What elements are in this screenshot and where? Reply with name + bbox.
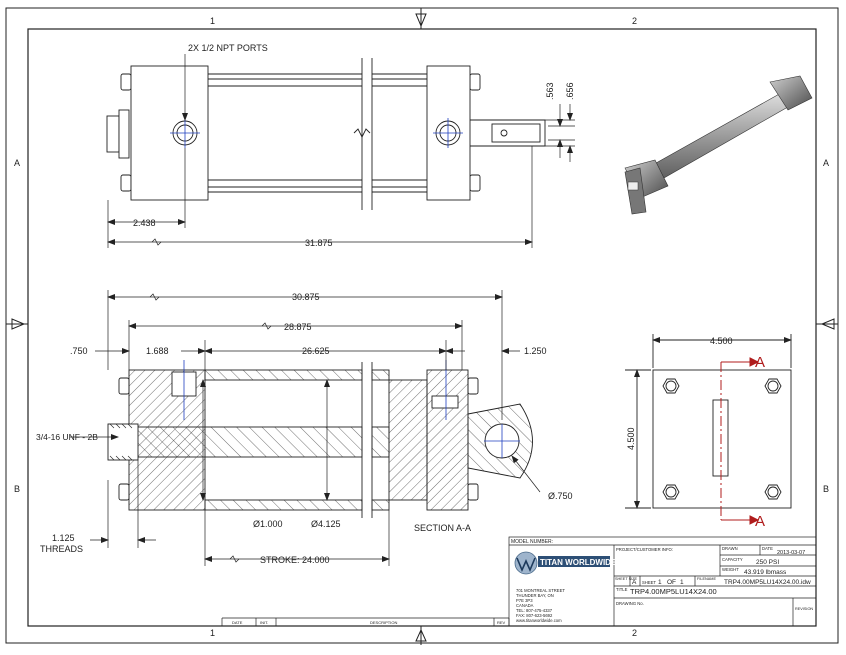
top-view-centerlines — [170, 118, 463, 148]
sheet-value: 1 — [658, 579, 662, 586]
end-view-nut — [662, 378, 680, 394]
section-cut-line — [720, 357, 760, 525]
section-marker-top: A — [755, 354, 765, 371]
sheet-label: SHEET — [642, 580, 656, 585]
company-name: TITAN WORLDWIDE INC. — [540, 558, 635, 567]
address-line: TEL: 807-475-4337 — [516, 608, 553, 613]
thread-note: 3/4-16 UNF - 2B — [36, 432, 98, 442]
title-label: TITLE — [616, 587, 628, 592]
section-view — [107, 362, 533, 518]
filename-label: FILENAME — [697, 577, 716, 581]
section-title: SECTION A-A — [414, 523, 471, 533]
outer-border — [5, 7, 839, 644]
revision-label: REVISION — [795, 607, 813, 611]
dim-563: .563 — [545, 82, 555, 100]
end-height-dim: 4.500 — [626, 427, 636, 450]
dim-2438: 2.438 — [133, 218, 156, 228]
zone-col1-top: 1 — [210, 16, 215, 26]
capacity-label: CAPACITY — [722, 557, 743, 562]
address-line: CANADA — [516, 603, 534, 608]
end-view-nut — [662, 484, 680, 500]
project-label: PROJECT/CUSTOMER INFO: — [616, 547, 673, 552]
bore-diameter: Ø4.125 — [311, 519, 341, 529]
weight-value: 43.919 lbmass — [744, 569, 787, 576]
end-width-dim: 4.500 — [710, 336, 733, 346]
dim-28875: 28.875 — [284, 322, 312, 332]
zone-col1-bottom: 1 — [210, 628, 215, 638]
dim-30875: 30.875 — [292, 292, 320, 302]
dim-750: .750 — [70, 346, 88, 356]
address-line: THUNDER BAY, ON — [516, 593, 554, 598]
section-dimensions — [70, 290, 541, 566]
zone-rowA-right: A — [823, 158, 829, 168]
rev-date-header: DATE — [232, 620, 243, 625]
inner-border — [27, 28, 817, 627]
rev-header: REV — [497, 620, 506, 625]
pin-diameter: Ø.750 — [548, 491, 573, 501]
dim-26625: 26.625 — [302, 346, 330, 356]
threads-value: 1.125 — [52, 533, 75, 543]
date-value: 2013-03-07 — [777, 550, 805, 556]
end-view — [625, 334, 792, 509]
filename-value: TRP4.00MP5LU14X24.00.idw — [724, 579, 811, 586]
drawing-no-label: DRAWING No. — [616, 601, 644, 606]
capacity-value: 250 PSI — [756, 559, 779, 566]
address-line: 701 MONTREAL STREET — [516, 588, 565, 593]
dim-656: .656 — [565, 82, 575, 100]
rev-description-header: DESCRIPTION — [370, 620, 397, 625]
zone-col2-bottom: 2 — [632, 628, 637, 638]
zone-col2-top: 2 — [632, 16, 637, 26]
zone-rowA-left: A — [14, 158, 20, 168]
stroke-dim: STROKE: 24.000 — [260, 555, 330, 565]
top-view-dimensions — [107, 54, 575, 248]
date-label: DATE — [762, 546, 773, 551]
company-logo: TITAN WORLDWIDE INC. — [514, 551, 635, 575]
size-value: A — [632, 579, 637, 586]
ports-note: 2X 1/2 NPT PORTS — [188, 43, 268, 53]
size-label: SHEET SIZE — [615, 577, 638, 581]
dim-1250: 1.250 — [524, 346, 547, 356]
weight-label: WEIGHT — [722, 567, 739, 572]
title-value: TRP4.00MP5LU14X24.00 — [630, 587, 717, 596]
address-line: www.titanworldwide.com — [516, 618, 562, 623]
section-marker-bottom: A — [755, 513, 765, 530]
of-value: 1 — [680, 579, 684, 586]
model-number-label: MODEL NUMBER: — [511, 539, 553, 545]
dim-31875: 31.875 — [305, 238, 333, 248]
end-view-nut — [764, 378, 782, 394]
title-block — [221, 536, 817, 627]
rod-diameter: Ø1.000 — [253, 519, 283, 529]
isometric-view — [624, 75, 813, 215]
zone-rowB-left: B — [14, 484, 20, 494]
threads-label: THREADS — [40, 544, 83, 554]
drawn-label: DRAWN — [722, 546, 738, 551]
address-line: P7E 3P3 — [516, 598, 533, 603]
rev-init-header: INIT. — [260, 620, 268, 625]
address-block: 701 MONTREAL STREET THUNDER BAY, ON P7E … — [516, 588, 565, 623]
top-view — [106, 58, 546, 210]
address-line: FAX: 807-623-5692 — [516, 613, 553, 618]
end-view-nut — [764, 484, 782, 500]
of-label: OF — [667, 579, 676, 586]
dim-1688: 1.688 — [146, 346, 169, 356]
zone-rowB-right: B — [823, 484, 829, 494]
